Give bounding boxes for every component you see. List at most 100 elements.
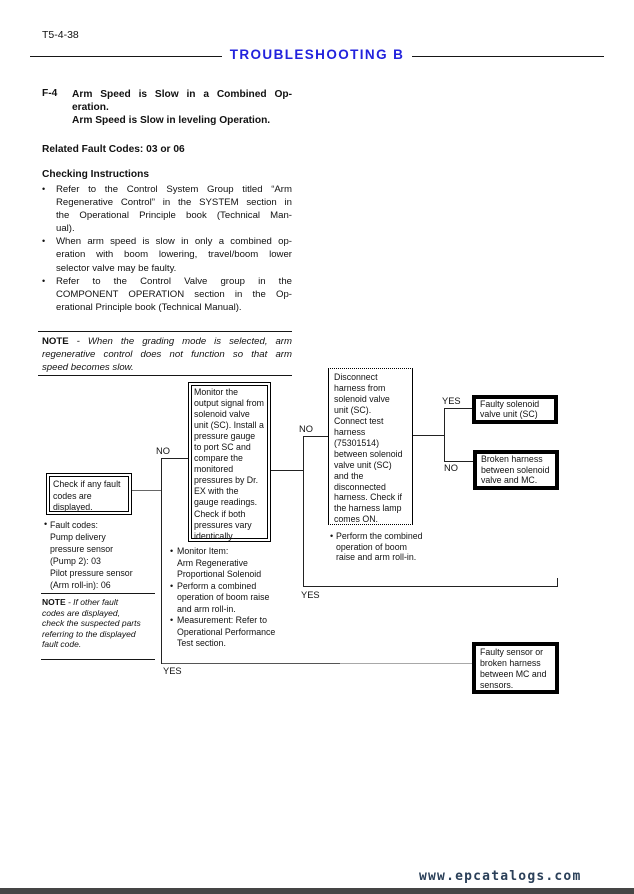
text-line: unit (SC). Install a bbox=[194, 420, 264, 431]
text-line: valve unit (SC) bbox=[334, 459, 392, 470]
text-line: Check if both bbox=[194, 508, 246, 519]
text-line: between solenoid bbox=[334, 448, 403, 459]
text-line: harness from bbox=[334, 382, 386, 393]
text-line: (Pump 2): 03 bbox=[50, 556, 101, 566]
text-line: Measurement: Refer to bbox=[177, 615, 267, 625]
small-note-rule-top bbox=[41, 593, 155, 594]
related-fault-codes: Related Fault Codes: 03 or 06 bbox=[42, 144, 185, 155]
list-item-text: When arm speed is slow in only a combine… bbox=[56, 235, 292, 274]
text-line: (75301514) bbox=[334, 437, 379, 448]
list-item-text: Refer to the Control System Group titled… bbox=[56, 183, 292, 235]
text-line: Refer to the Control Valve group in the bbox=[56, 275, 292, 287]
bottom-bar bbox=[0, 888, 634, 894]
bullet-icon: • bbox=[330, 531, 334, 541]
text-line: pressures by Dr. bbox=[194, 475, 259, 486]
text-line: sensors. bbox=[480, 679, 514, 690]
text-line: eration. bbox=[72, 102, 109, 113]
text-line: eration with boom lowering, travel/boom … bbox=[56, 249, 292, 261]
connector-line bbox=[445, 461, 473, 462]
bullet-icon: • bbox=[42, 275, 46, 286]
text-line: solenoid valve bbox=[194, 409, 250, 420]
text-line: erational Principle book (Technical Manu… bbox=[56, 301, 242, 313]
text-line: Perform a combined bbox=[177, 580, 257, 591]
text-line: the Operational Principle book (Technica… bbox=[56, 210, 292, 222]
connector-line bbox=[557, 578, 558, 586]
text-line: identically. bbox=[194, 530, 235, 541]
text-line: compare the bbox=[194, 453, 243, 464]
text-line: Monitor the bbox=[194, 387, 239, 397]
text-line: disconnected bbox=[334, 481, 386, 492]
text-line: Pump delivery bbox=[50, 532, 106, 542]
text-line: check the suspected parts bbox=[42, 618, 141, 629]
text-line: Disconnect bbox=[334, 372, 378, 382]
text-line: Arm Regenerative bbox=[177, 557, 248, 568]
text-line: codes are displayed, bbox=[42, 607, 120, 618]
checking-instructions-list: • Refer to the Control System Group titl… bbox=[42, 183, 292, 314]
text-line: selector valve may be faulty. bbox=[56, 262, 177, 274]
branch-label-no: NO bbox=[156, 446, 170, 456]
text-line: COMPONENT OPERATION section in the Op- bbox=[56, 288, 292, 300]
list-item: • Refer to the Control System Group titl… bbox=[42, 183, 292, 235]
text-line: Operational Performance bbox=[177, 626, 276, 637]
bullet-icon: • bbox=[42, 236, 46, 247]
list-item: • When arm speed is slow in only a combi… bbox=[42, 235, 292, 274]
branch-label-yes: YES bbox=[301, 590, 320, 600]
bullet-icon: • bbox=[170, 546, 174, 556]
text-line: fault code. bbox=[42, 639, 82, 650]
connector-line bbox=[303, 586, 558, 587]
watermark-url: www.epcatalogs.com bbox=[419, 869, 582, 884]
connector-line bbox=[161, 458, 162, 664]
bullet-icon: • bbox=[170, 580, 174, 591]
branch-label-yes: YES bbox=[163, 666, 182, 676]
text-line: speed becomes slow. bbox=[42, 361, 134, 373]
connector-line bbox=[445, 408, 472, 409]
text-line: Proportional Solenoid bbox=[177, 569, 262, 579]
text-line: displayed. bbox=[53, 502, 93, 513]
text-line: Monitor Item: bbox=[177, 546, 229, 556]
connector-line bbox=[412, 435, 444, 436]
checking-instructions-heading: Checking Instructions bbox=[42, 169, 149, 180]
text-line: NOTE - If other fault bbox=[42, 597, 119, 607]
text-line: operation of boom bbox=[336, 541, 407, 552]
text-line: to port SC and bbox=[194, 442, 251, 453]
connector-line bbox=[162, 663, 340, 664]
branch-label-no: NO bbox=[299, 424, 313, 434]
text-line: referring to the displayed bbox=[42, 628, 136, 639]
text-line: gauge readings. bbox=[194, 497, 258, 508]
text-line: Perform the combined bbox=[336, 531, 423, 541]
section-title: Arm Speed is Slow in a Combined Op-erati… bbox=[72, 88, 292, 127]
text-line: When arm speed is slow in only a combine… bbox=[56, 236, 292, 248]
connector-line bbox=[304, 436, 328, 437]
note-rule-bottom bbox=[38, 375, 292, 376]
text-line: comes ON. bbox=[334, 514, 378, 525]
text-line: regenerative control does not function s… bbox=[42, 348, 292, 360]
text-line: Faulty solenoid bbox=[480, 399, 540, 409]
text-line: and the bbox=[334, 470, 364, 481]
text-line: Regenerative Control” in the SYSTEM sect… bbox=[56, 197, 292, 209]
section-number: F-4 bbox=[42, 88, 58, 99]
connector-line bbox=[271, 470, 304, 471]
header-rule-right bbox=[412, 56, 604, 57]
page-code: T5-4-38 bbox=[42, 29, 79, 41]
text-line: between MC and bbox=[480, 668, 547, 679]
text-line: Arm Speed is Slow in a Combined Op- bbox=[72, 89, 292, 100]
connector-line bbox=[444, 408, 445, 462]
header-rule-left bbox=[30, 56, 222, 57]
text-line: (Arm roll-in): 06 bbox=[50, 580, 111, 590]
text-line: Check if any fault bbox=[53, 479, 121, 489]
connector-line bbox=[340, 663, 472, 664]
text-line: Pilot pressure sensor bbox=[50, 568, 133, 578]
text-line: operation of boom raise bbox=[177, 592, 270, 602]
text-line: the harness lamp bbox=[334, 503, 402, 514]
text-line: broken harness bbox=[480, 657, 541, 668]
